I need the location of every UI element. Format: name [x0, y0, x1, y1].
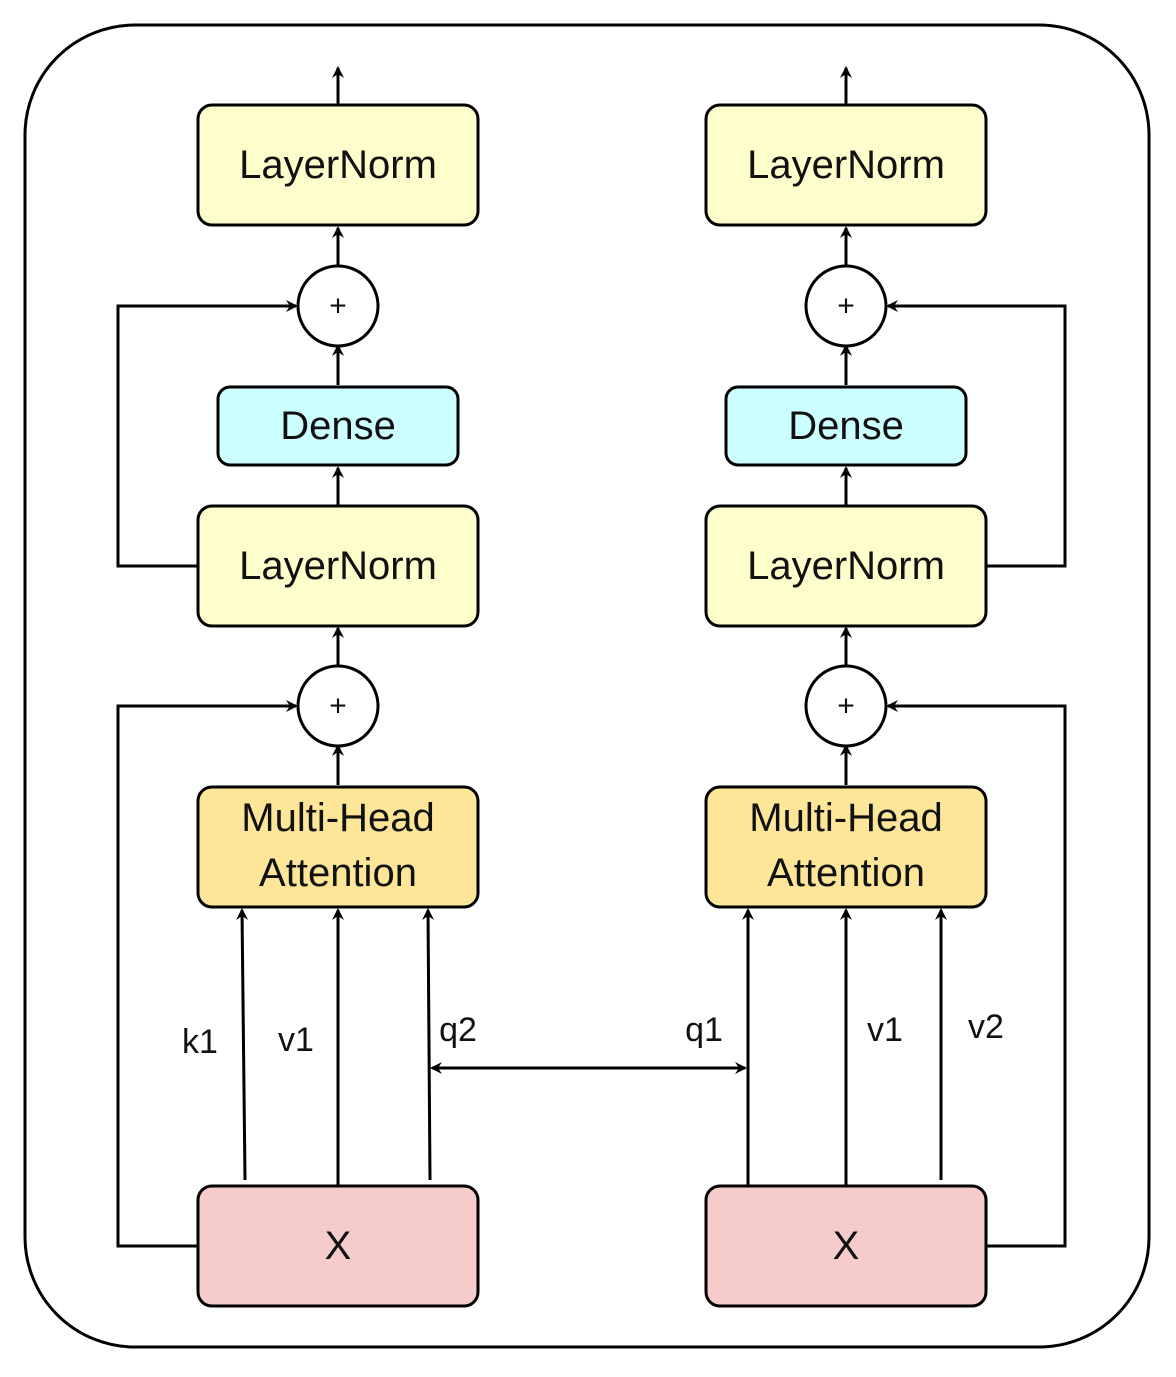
- right-layernorm-mid-box: [704, 504, 988, 628]
- left-input-label: X: [325, 1224, 352, 1268]
- right-layernorm-top-box: [704, 103, 988, 227]
- left-edge-k1-label: k1: [182, 1023, 218, 1061]
- right-add-bottom-node: [804, 664, 888, 748]
- left-edge-v1-label: v1: [278, 1021, 314, 1059]
- right-dense-label: Dense: [788, 404, 904, 448]
- right-add-top-node: [804, 264, 888, 348]
- left-residual-top: [116, 300, 298, 568]
- right-branch: [430, 66, 1067, 1248]
- left-attention-box: [196, 785, 480, 909]
- left-layernorm-top-box: [196, 103, 480, 227]
- right-attention-box: [704, 785, 988, 909]
- left-branch: [116, 66, 435, 1248]
- outer-frame: [23, 23, 1151, 1349]
- right-layernorm-top-label: LayerNorm: [747, 143, 945, 187]
- right-input-label: X: [833, 1224, 860, 1268]
- left-layernorm-mid-box: [196, 504, 480, 628]
- right-input-box: [704, 1184, 988, 1308]
- left-layernorm-mid-label: LayerNorm: [239, 544, 437, 588]
- left-attention-label-line1: Multi-Head: [241, 796, 434, 840]
- left-input-box: [196, 1184, 480, 1308]
- right-residual-bottom: [886, 700, 1067, 1248]
- left-dense-label: Dense: [280, 404, 396, 448]
- left-add-top-node: [296, 264, 380, 348]
- left-attention-label-line2: Attention: [259, 851, 417, 895]
- left-add-top-label: +: [329, 290, 347, 323]
- right-layernorm-mid-label: LayerNorm: [747, 544, 945, 588]
- left-q2-arrow: [422, 908, 435, 1181]
- left-add-bottom-label: +: [329, 690, 347, 723]
- right-add-top-label: +: [837, 290, 855, 323]
- right-attention-label-line1: Multi-Head: [749, 796, 942, 840]
- right-attention-label-line2: Attention: [767, 851, 925, 895]
- left-layernorm-top-label: LayerNorm: [239, 143, 437, 187]
- right-edge-v1-label: v1: [867, 1011, 903, 1049]
- left-dense-box: [216, 385, 460, 467]
- left-k1-arrow: [236, 908, 249, 1181]
- right-dense-box: [724, 385, 968, 467]
- right-residual-top: [886, 300, 1067, 568]
- right-edge-q1-label: q1: [685, 1011, 723, 1049]
- right-edge-v2-label: v2: [968, 1008, 1004, 1046]
- left-edge-q2-label: q2: [439, 1011, 477, 1049]
- left-add-bottom-node: [296, 664, 380, 748]
- left-residual-bottom: [116, 700, 298, 1248]
- right-add-bottom-label: +: [837, 690, 855, 723]
